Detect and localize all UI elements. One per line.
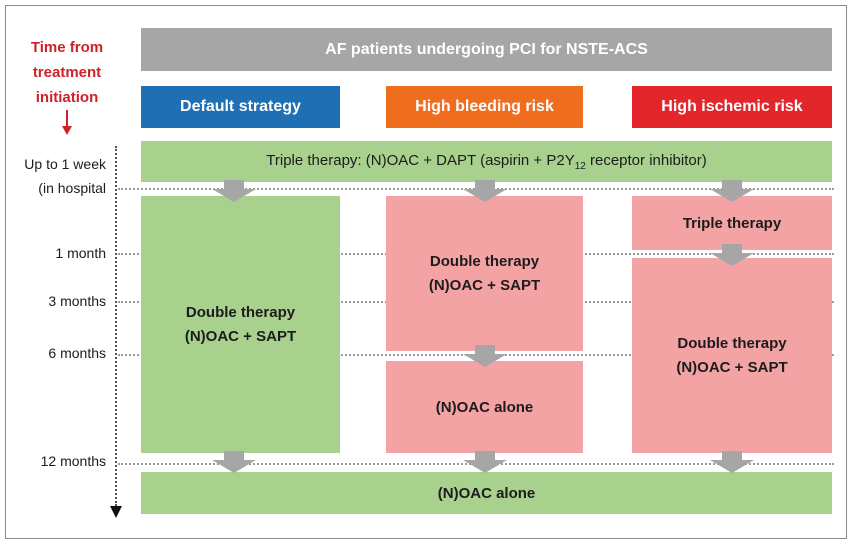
time-label-6-months: 6 months — [48, 345, 106, 361]
time-axis-title: Time from treatment initiation — [18, 35, 116, 110]
ischemic-double-line2: (N)OAC + SAPT — [676, 358, 788, 376]
default-double-line1: Double therapy — [185, 303, 296, 321]
ischemic-triple-therapy: Triple therapy — [632, 196, 832, 250]
time-label-12-months: 12 months — [40, 453, 106, 469]
time-axis-red-arrow-icon — [66, 110, 68, 130]
default-double-line2: (N)OAC + SAPT — [184, 327, 297, 345]
time-label-week: Up to 1 week (in hospital — [24, 152, 106, 200]
header-banner: AF patients undergoing PCI for NSTE-ACS — [141, 28, 832, 71]
strategy-high-ischemic-risk: High ischemic risk — [632, 86, 832, 128]
triple-therapy-bar: Triple therapy: (N)OAC + DAPT (aspirin +… — [141, 141, 832, 182]
time-label-1-month: 1 month — [55, 245, 106, 261]
default-double-therapy: Double therapy (N)OAC + SAPT — [141, 196, 340, 453]
time-axis-title-line2: treatment — [32, 64, 102, 81]
bleeding-double-therapy: Double therapy (N)OAC + SAPT — [386, 196, 583, 351]
ischemic-double-therapy: Double therapy (N)OAC + SAPT — [632, 258, 832, 453]
ischemic-double-line1: Double therapy — [677, 334, 787, 352]
strategy-default: Default strategy — [141, 86, 340, 128]
bleeding-noac-alone: (N)OAC alone — [386, 361, 583, 453]
time-axis-red-arrowhead-icon — [62, 126, 72, 135]
time-axis-line — [115, 146, 117, 506]
bleeding-double-line2: (N)OAC + SAPT — [428, 276, 541, 294]
time-axis-title-line1: Time from — [30, 39, 104, 56]
triple-therapy-suffix: receptor inhibitor) — [585, 151, 707, 169]
triple-therapy-prefix: Triple therapy: (N)OAC + DAPT (aspirin +… — [266, 151, 575, 169]
time-axis-arrowhead-icon — [110, 506, 122, 518]
time-axis-title-line3: initiation — [35, 89, 99, 106]
time-label-week-line1: Up to 1 week — [24, 156, 106, 172]
triple-therapy-subscript: 12 — [574, 160, 586, 172]
strategy-high-bleeding-risk: High bleeding risk — [386, 86, 583, 128]
triple-therapy-text: Triple therapy: (N)OAC + DAPT (aspirin +… — [266, 152, 706, 172]
time-label-3-months: 3 months — [48, 293, 106, 309]
bleeding-double-line1: Double therapy — [429, 252, 540, 270]
bottom-noac-alone-bar: (N)OAC alone — [141, 472, 832, 514]
time-label-week-line2: (in hospital — [38, 180, 106, 196]
